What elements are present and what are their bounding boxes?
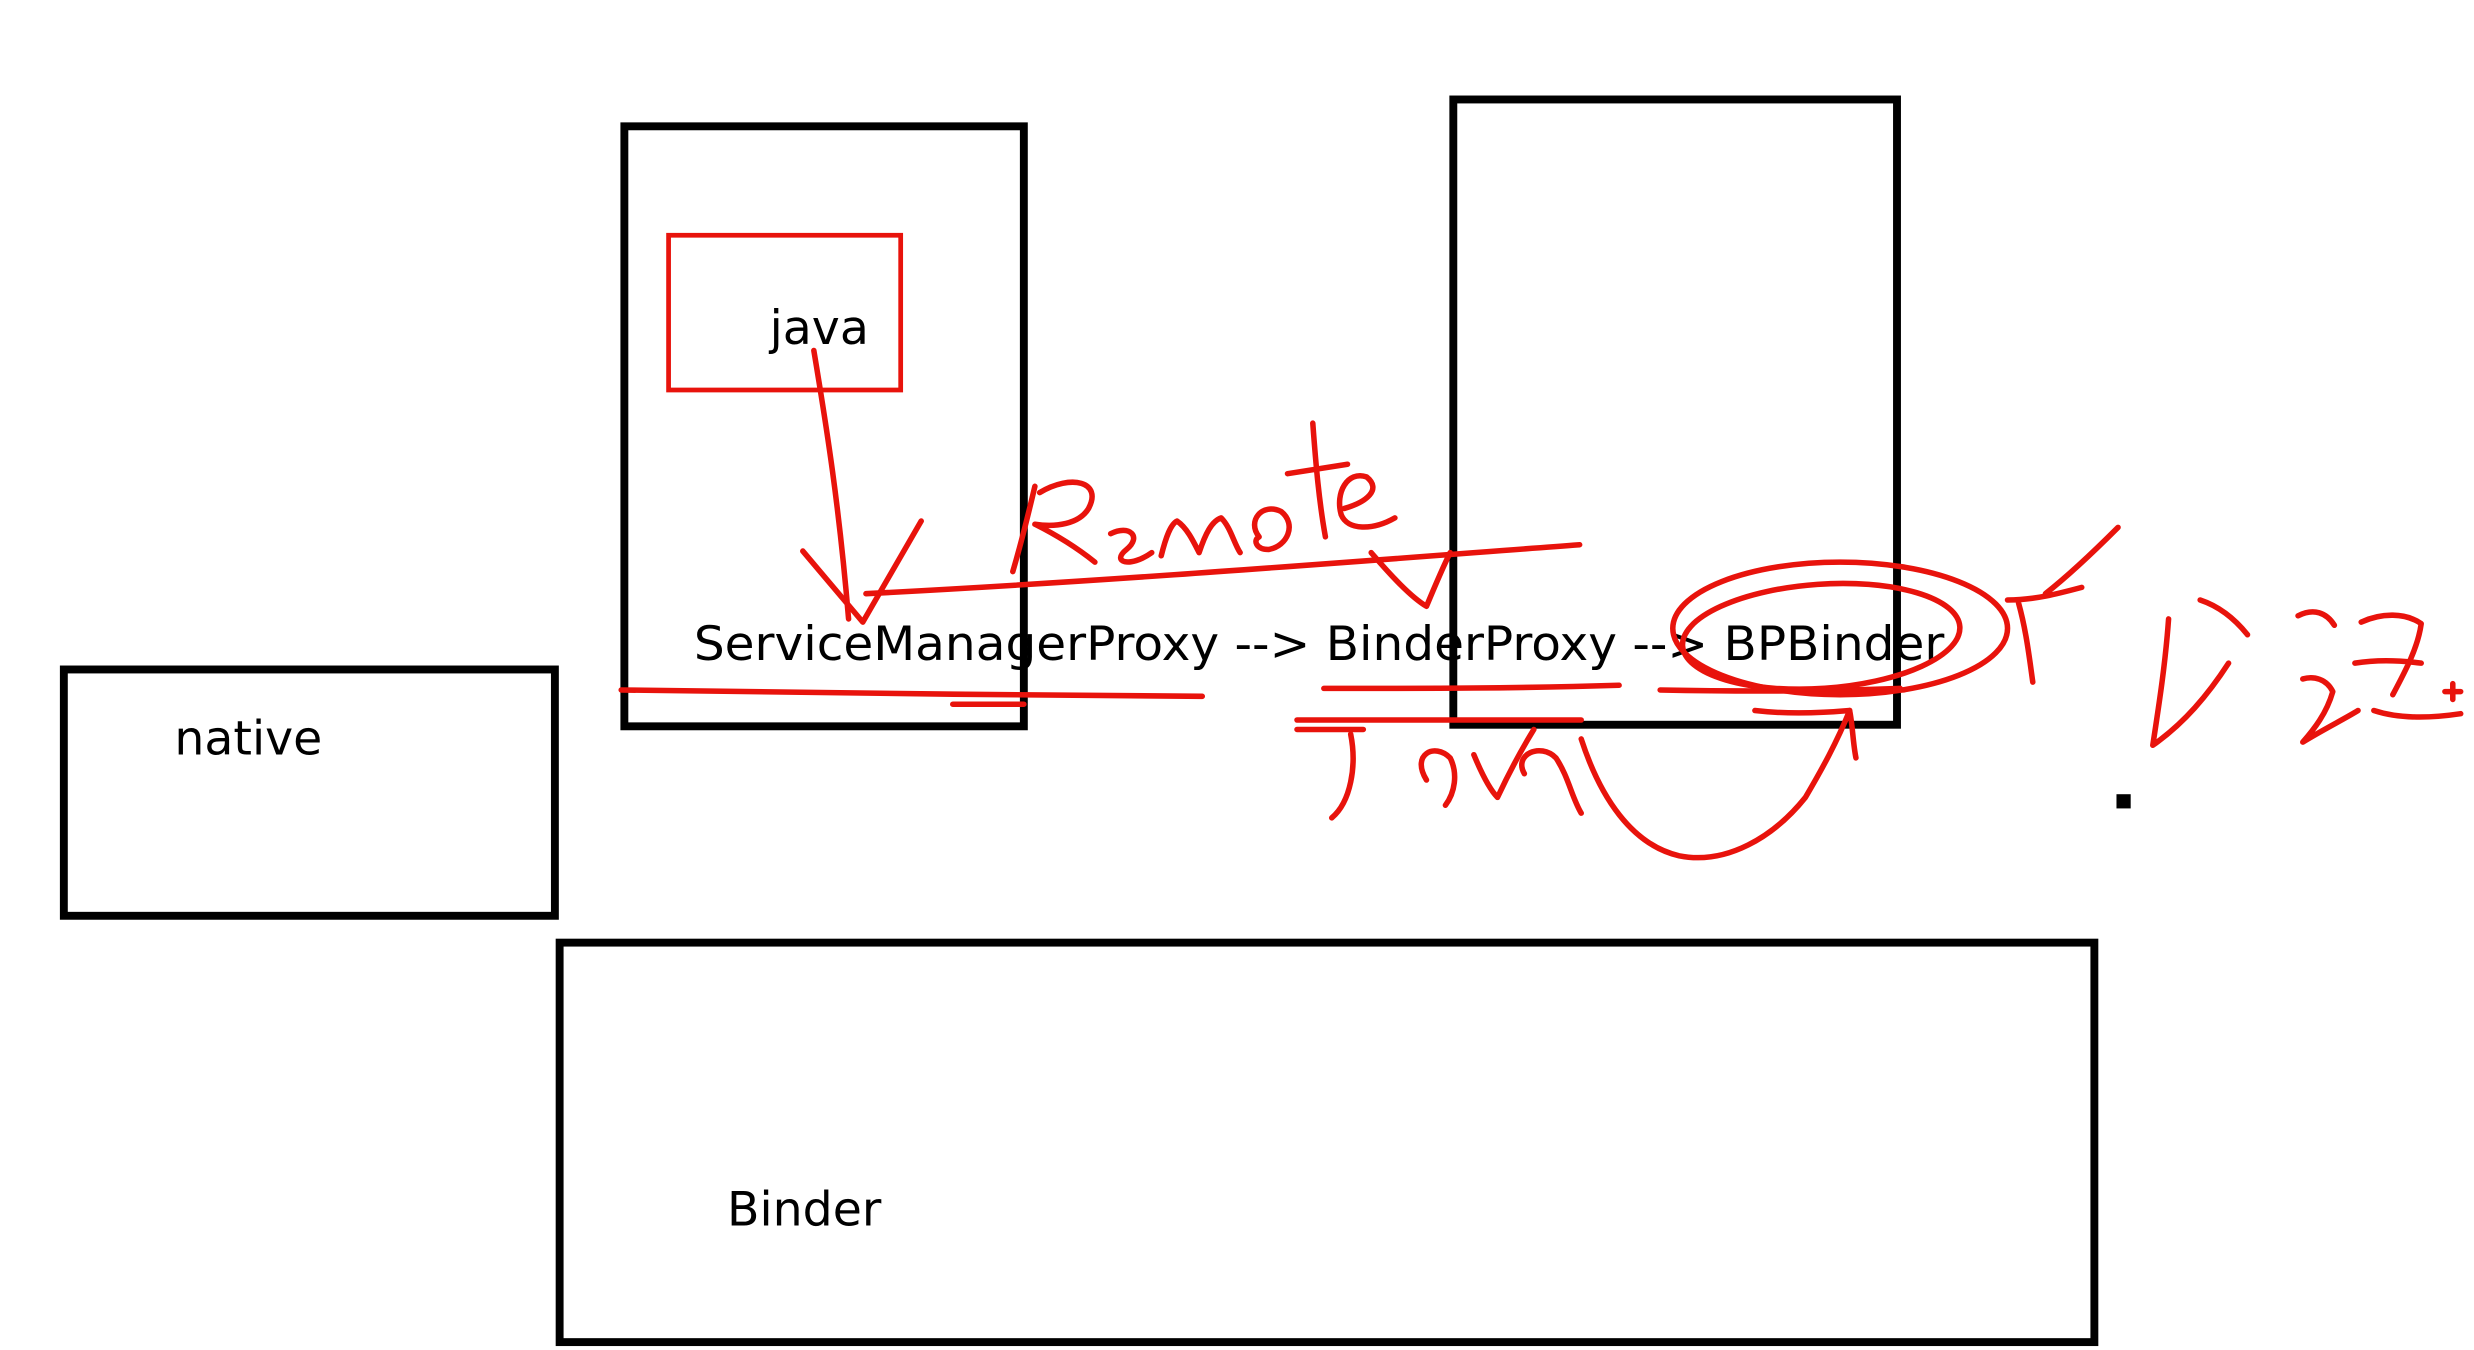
java-box	[666, 232, 904, 393]
bpbinder-circle-outer	[1670, 559, 2011, 698]
handwriting-chinese	[2004, 524, 2464, 749]
java-label: java	[769, 301, 869, 356]
proxy-chain-label: ServiceManagerProxy --> BinderProxy --> …	[694, 617, 1945, 672]
curve-arrowhead	[1752, 707, 1859, 761]
binder-label: Binder	[727, 1182, 882, 1237]
java-down-arrow	[811, 347, 852, 622]
right-process-box	[1449, 95, 1901, 729]
left-underline	[618, 687, 1206, 700]
handwriting-java	[1294, 726, 1584, 821]
native-label: native	[174, 712, 322, 767]
java-to-bpbinder-curve	[1578, 707, 1853, 861]
left-process-box	[620, 122, 1028, 731]
java-down-arrowhead	[800, 518, 924, 625]
remote-arrowhead	[1368, 549, 1453, 610]
native-box	[59, 665, 559, 920]
binder-box	[555, 938, 2099, 1347]
stray-dot	[2116, 794, 2131, 809]
remote-arrow-line	[863, 541, 1583, 597]
binderproxy-underline	[1321, 682, 1622, 692]
bpbinder-circle-inner	[1679, 580, 1963, 692]
red-annotations	[618, 347, 2464, 861]
handwriting-remote	[1010, 420, 1398, 575]
